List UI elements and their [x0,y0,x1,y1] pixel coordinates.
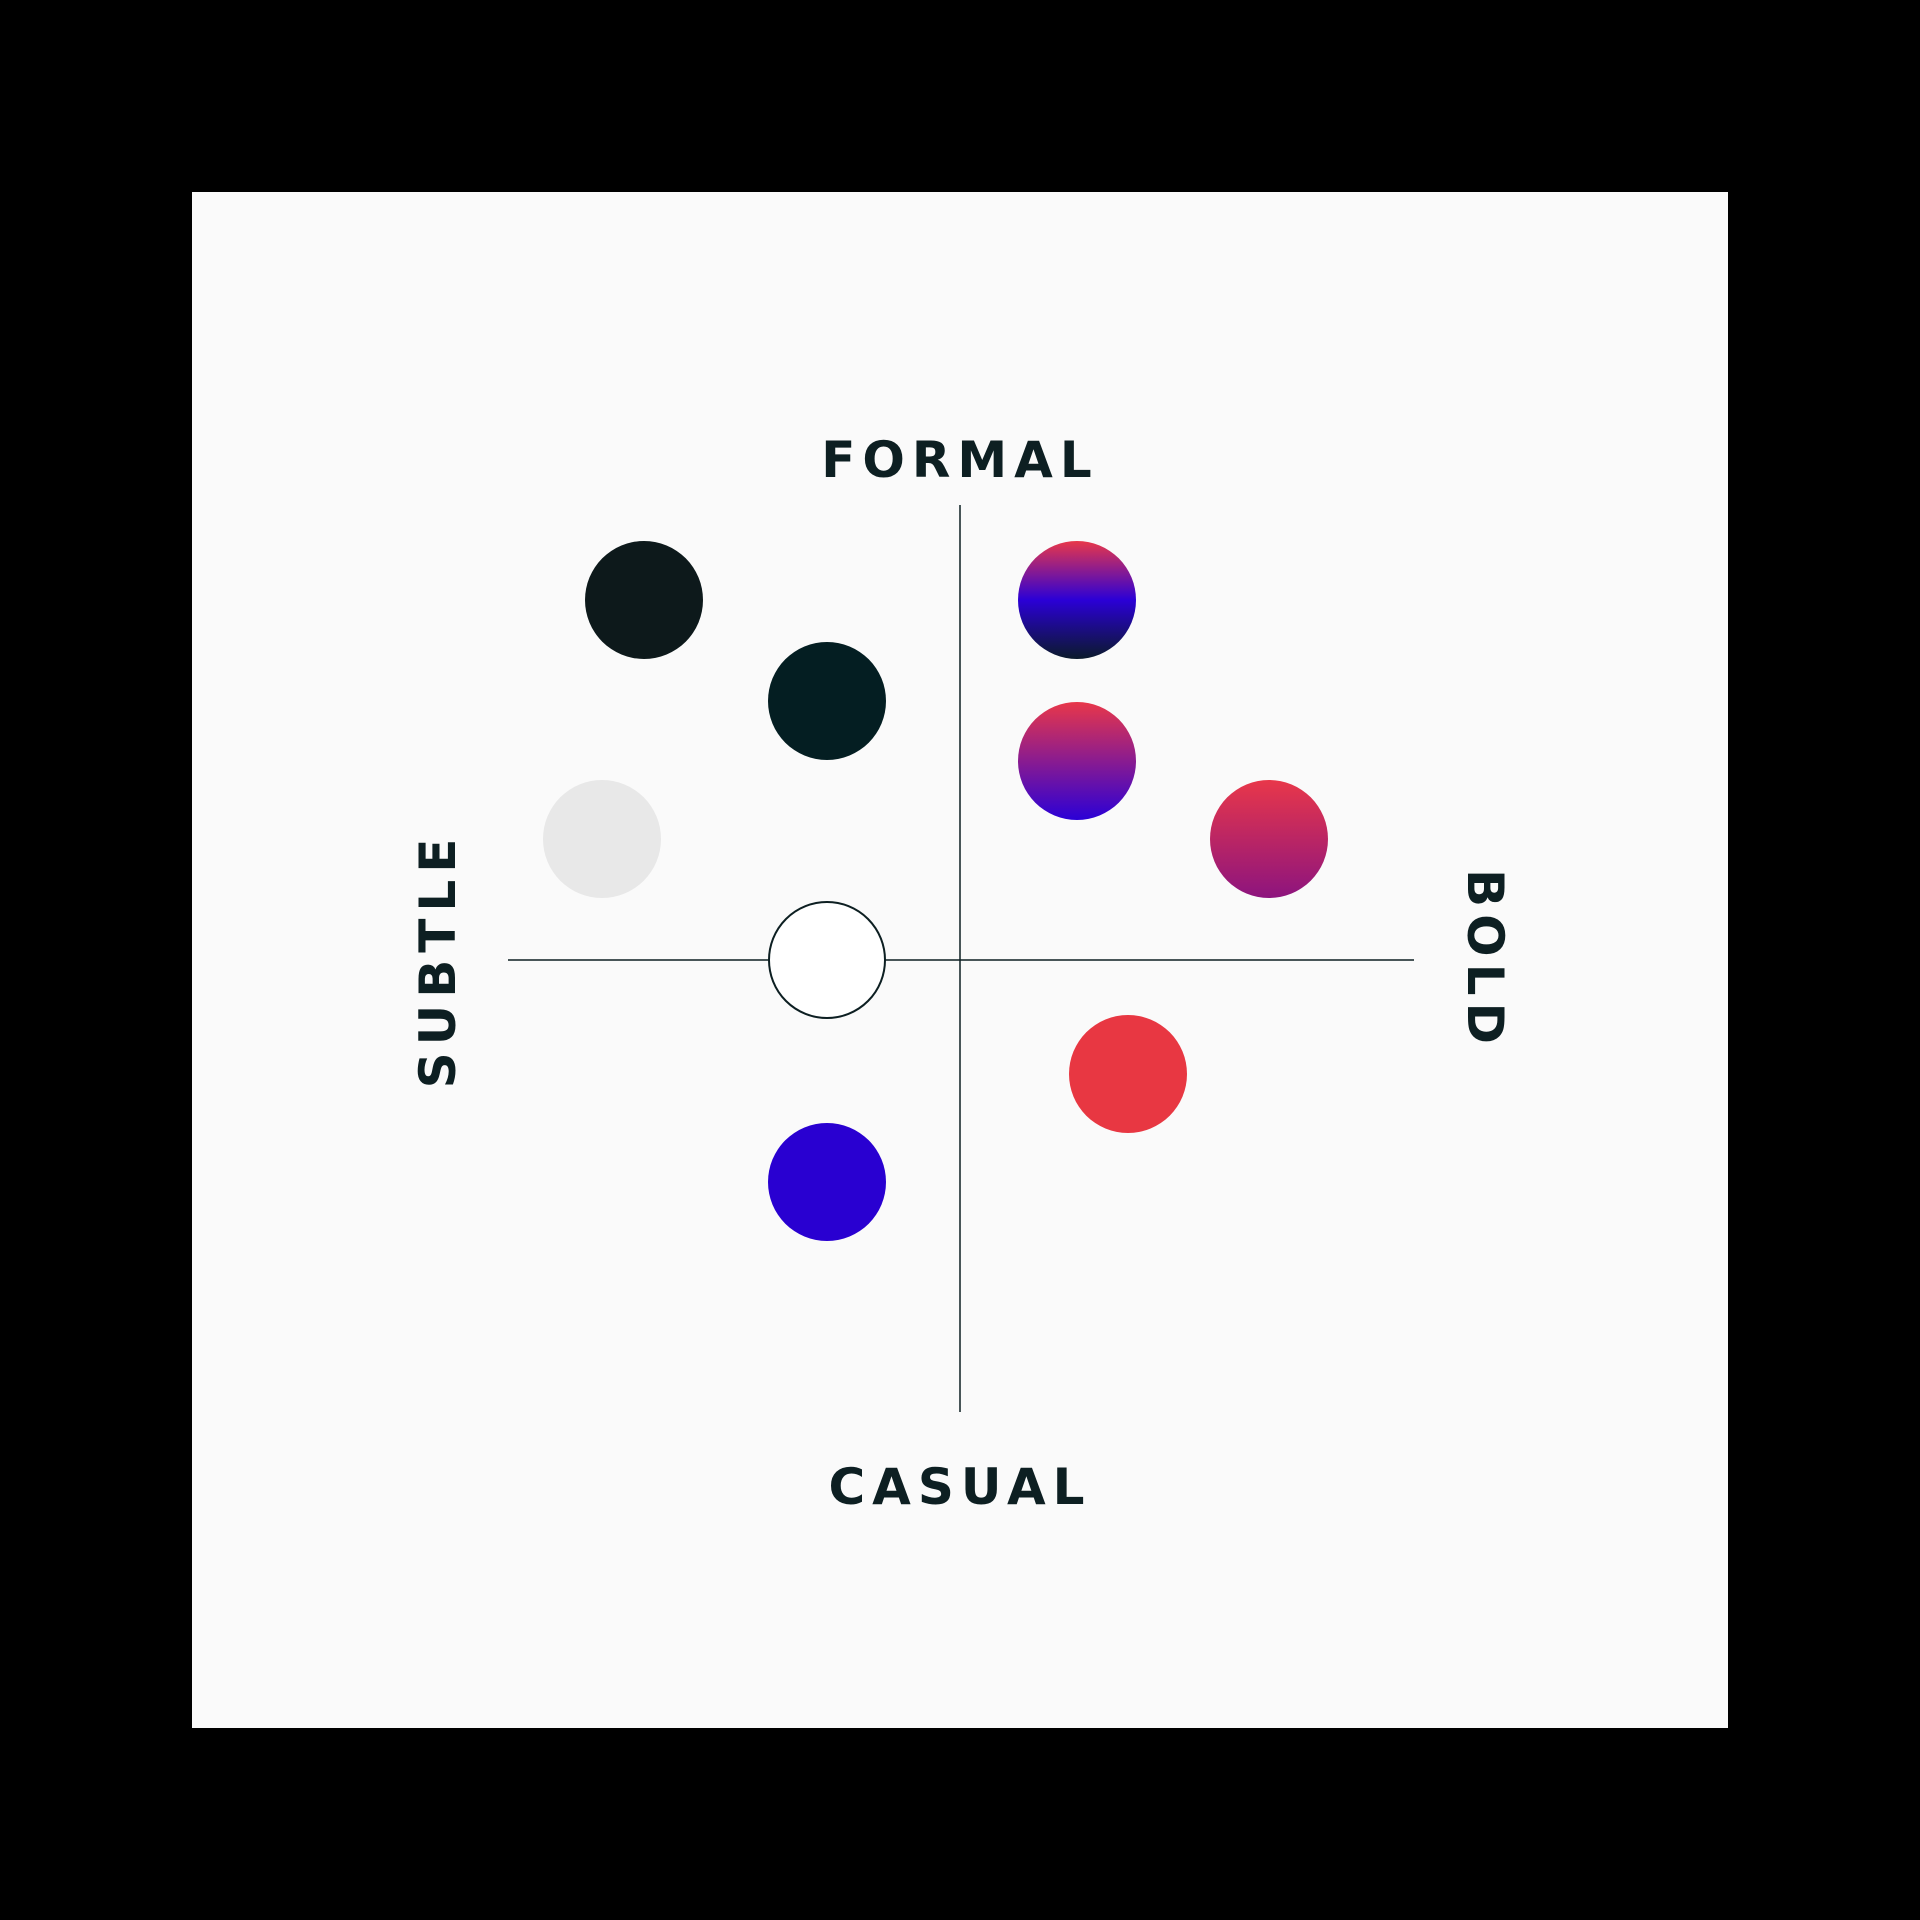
swatch-red [1069,1015,1187,1133]
swatch-outline-white [768,901,886,1019]
axis-label-casual: CASUAL [828,1458,1092,1516]
swatch-gradient-red-blue [1018,702,1136,820]
swatch-light-gray [543,780,661,898]
axis-label-formal: FORMAL [821,431,1099,489]
swatch-dark-teal [768,642,886,760]
positioning-map [508,505,1414,1412]
map-canvas: FORMAL CASUAL SUBTLE BOLD [192,192,1728,1728]
swatch-gradient-red-blue-dark [1018,541,1136,659]
swatch-blue [768,1123,886,1241]
swatch-gradient-red-purple [1210,780,1328,898]
swatch-black [585,541,703,659]
